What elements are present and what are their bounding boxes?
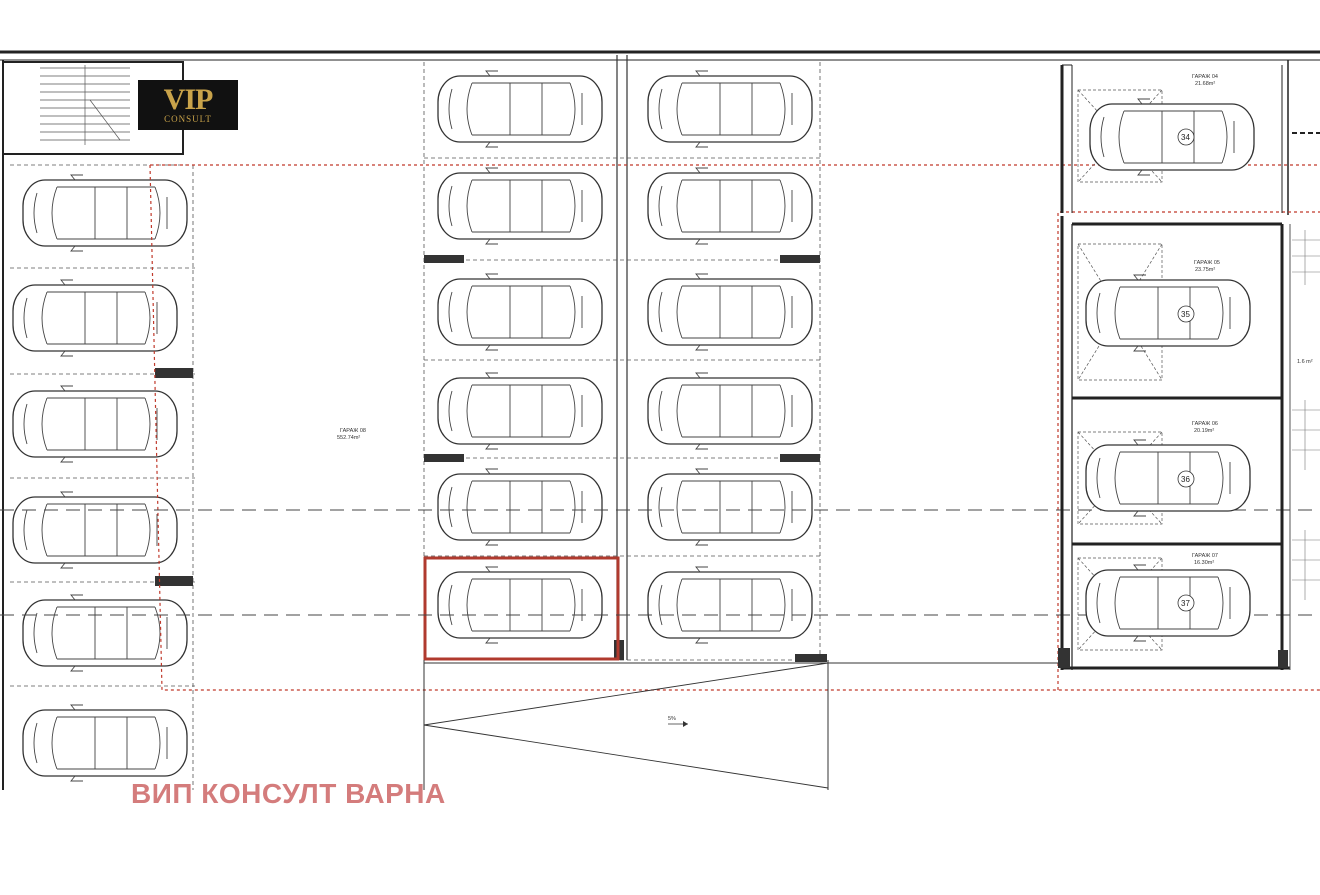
main-garage-area: 552.74m² [337, 435, 360, 441]
car-icon [22, 174, 188, 252]
side-area-label: 1.6 m² [1297, 359, 1313, 365]
garage-number: 35 [1181, 310, 1190, 319]
logo-sub-text: CONSULT [164, 114, 212, 124]
car-icon [437, 70, 603, 148]
left-parking-row [10, 164, 195, 790]
garage-number: 36 [1181, 475, 1190, 484]
garage-name: ГАРАЖ 06 [1192, 421, 1218, 427]
car-icon [12, 491, 178, 569]
highlighted-parking-spot[interactable] [423, 556, 620, 661]
car-icon [647, 70, 813, 148]
car-icon [1089, 98, 1255, 176]
garage-name: ГАРАЖ 04 [1192, 74, 1218, 80]
car-icon [437, 372, 603, 450]
garage-area: 16.30m² [1194, 560, 1214, 566]
car-icon [22, 594, 188, 672]
garage-number: 37 [1181, 599, 1190, 608]
car-icon [1085, 274, 1251, 352]
garage-area: 21.68m² [1195, 81, 1215, 87]
ramp-slope: 5% [668, 716, 676, 722]
garage-area: 20.19m² [1194, 428, 1214, 434]
vip-consult-logo: VIP CONSULT [138, 80, 238, 130]
car-icon [647, 273, 813, 351]
car-icon [437, 273, 603, 351]
logo-main-text: VIP [163, 83, 214, 116]
watermark-text: ВИП КОНСУЛТ ВАРНА [131, 778, 446, 809]
car-icon [437, 468, 603, 546]
garage-number: 34 [1181, 133, 1190, 142]
car-icon [12, 385, 178, 463]
center-parking-block [423, 55, 827, 662]
car-icon [1085, 564, 1251, 642]
car-icon [437, 167, 603, 245]
main-garage-name: ГАРАЖ 08 [340, 428, 366, 434]
car-icon [437, 566, 603, 644]
car-icon [647, 372, 813, 450]
car-icon [647, 167, 813, 245]
car-icon [647, 566, 813, 644]
car-icon [22, 704, 188, 782]
ramp: 5% [423, 660, 1060, 790]
garage-block: 1.6 m² 34 35 36 37 ГАРАЖ 04 21.68m² ГАР [1058, 64, 1320, 670]
car-icon [647, 468, 813, 546]
car-icon [1085, 439, 1251, 517]
garage-name: ГАРАЖ 07 [1192, 553, 1218, 559]
garage-name: ГАРАЖ 05 [1194, 260, 1220, 266]
garage-area: 23.75m² [1195, 267, 1215, 273]
